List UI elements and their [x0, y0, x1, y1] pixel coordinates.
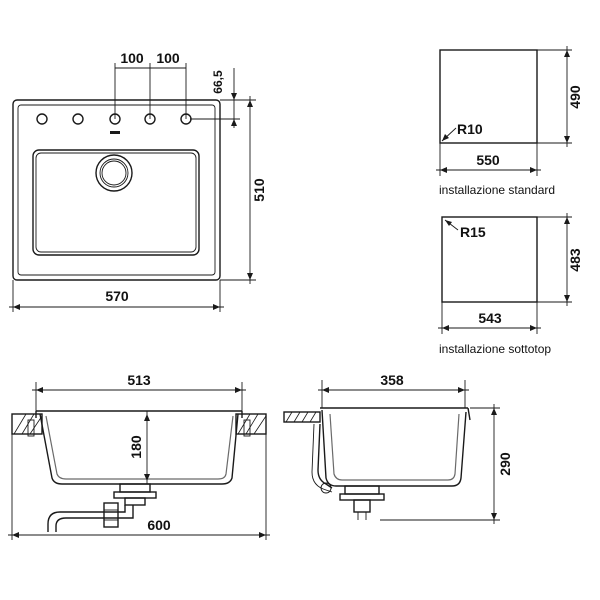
tap-hole-2 — [72, 113, 84, 125]
cutout-standard-radius-label: R10 — [457, 121, 483, 137]
cutout-undermount-height-label: 483 — [567, 248, 583, 272]
bowl-outline — [32, 149, 200, 256]
left-countertop — [11, 413, 43, 435]
drain-core — [101, 160, 127, 186]
front-drain-nut — [113, 491, 157, 499]
sink-depth-dimension: 510 — [220, 96, 267, 284]
cutout-standard-caption: installazione standard — [439, 183, 555, 197]
side-bowl-outer — [321, 409, 467, 487]
waste-pipe-inner — [55, 505, 134, 532]
top-hole-dimensions: 100 100 — [114, 50, 187, 119]
hole-spacing-1-label: 100 — [120, 50, 144, 66]
hole-offset-dimension: 66,5 — [190, 68, 240, 128]
side-drain-body — [344, 485, 380, 495]
side-section: 358 290 — [283, 372, 513, 524]
cutout-undermount-caption: installazione sottotop — [439, 342, 551, 356]
side-bowl-inner — [329, 413, 460, 481]
overflow-slot — [110, 131, 120, 134]
bowl-inner-outline — [35, 152, 197, 253]
waste-pipe-outer — [47, 505, 126, 532]
hole-spacing-2-label: 100 — [156, 50, 180, 66]
sink-width-label: 570 — [105, 288, 129, 304]
trap-body — [103, 502, 119, 528]
cutout-undermount-outline — [441, 216, 538, 303]
overflow-tube — [317, 423, 333, 489]
cutout-undermount: 483 R15 543 installazione sottotop — [438, 213, 583, 356]
cutout-standard-width-label: 550 — [476, 152, 500, 168]
cabinet-width-label: 600 — [147, 517, 171, 533]
right-countertop — [235, 413, 267, 435]
front-drain-body — [119, 483, 151, 493]
front-bowl-depth-label: 180 — [128, 435, 144, 459]
cutout-undermount-width-label: 543 — [478, 310, 502, 326]
sink-inner-rim — [17, 104, 216, 276]
side-drain-nut — [339, 493, 385, 501]
tap-hole-1 — [36, 113, 48, 125]
drain-inner — [99, 158, 129, 188]
overall-depth-label: 290 — [497, 452, 513, 476]
hole-offset-label: 66,5 — [211, 70, 225, 94]
front-bowl-width-label: 513 — [127, 372, 151, 388]
front-bowl-inner — [45, 415, 234, 480]
cutout-standard: 490 R10 550 installazione standard — [436, 46, 583, 197]
cutout-standard-height-label: 490 — [567, 85, 583, 109]
side-bowl-length-label: 358 — [380, 372, 404, 388]
sink-top-view — [12, 99, 221, 281]
cutout-undermount-radius-label: R15 — [460, 224, 486, 240]
sink-outer-rim — [12, 99, 221, 281]
cutout-standard-outline — [439, 49, 538, 144]
side-drain-tail — [353, 499, 371, 513]
sink-depth-label: 510 — [251, 178, 267, 202]
sink-width-dimension: 570 — [9, 280, 224, 312]
front-section: 513 180 600 — [8, 372, 270, 540]
drain-outer — [95, 154, 133, 192]
